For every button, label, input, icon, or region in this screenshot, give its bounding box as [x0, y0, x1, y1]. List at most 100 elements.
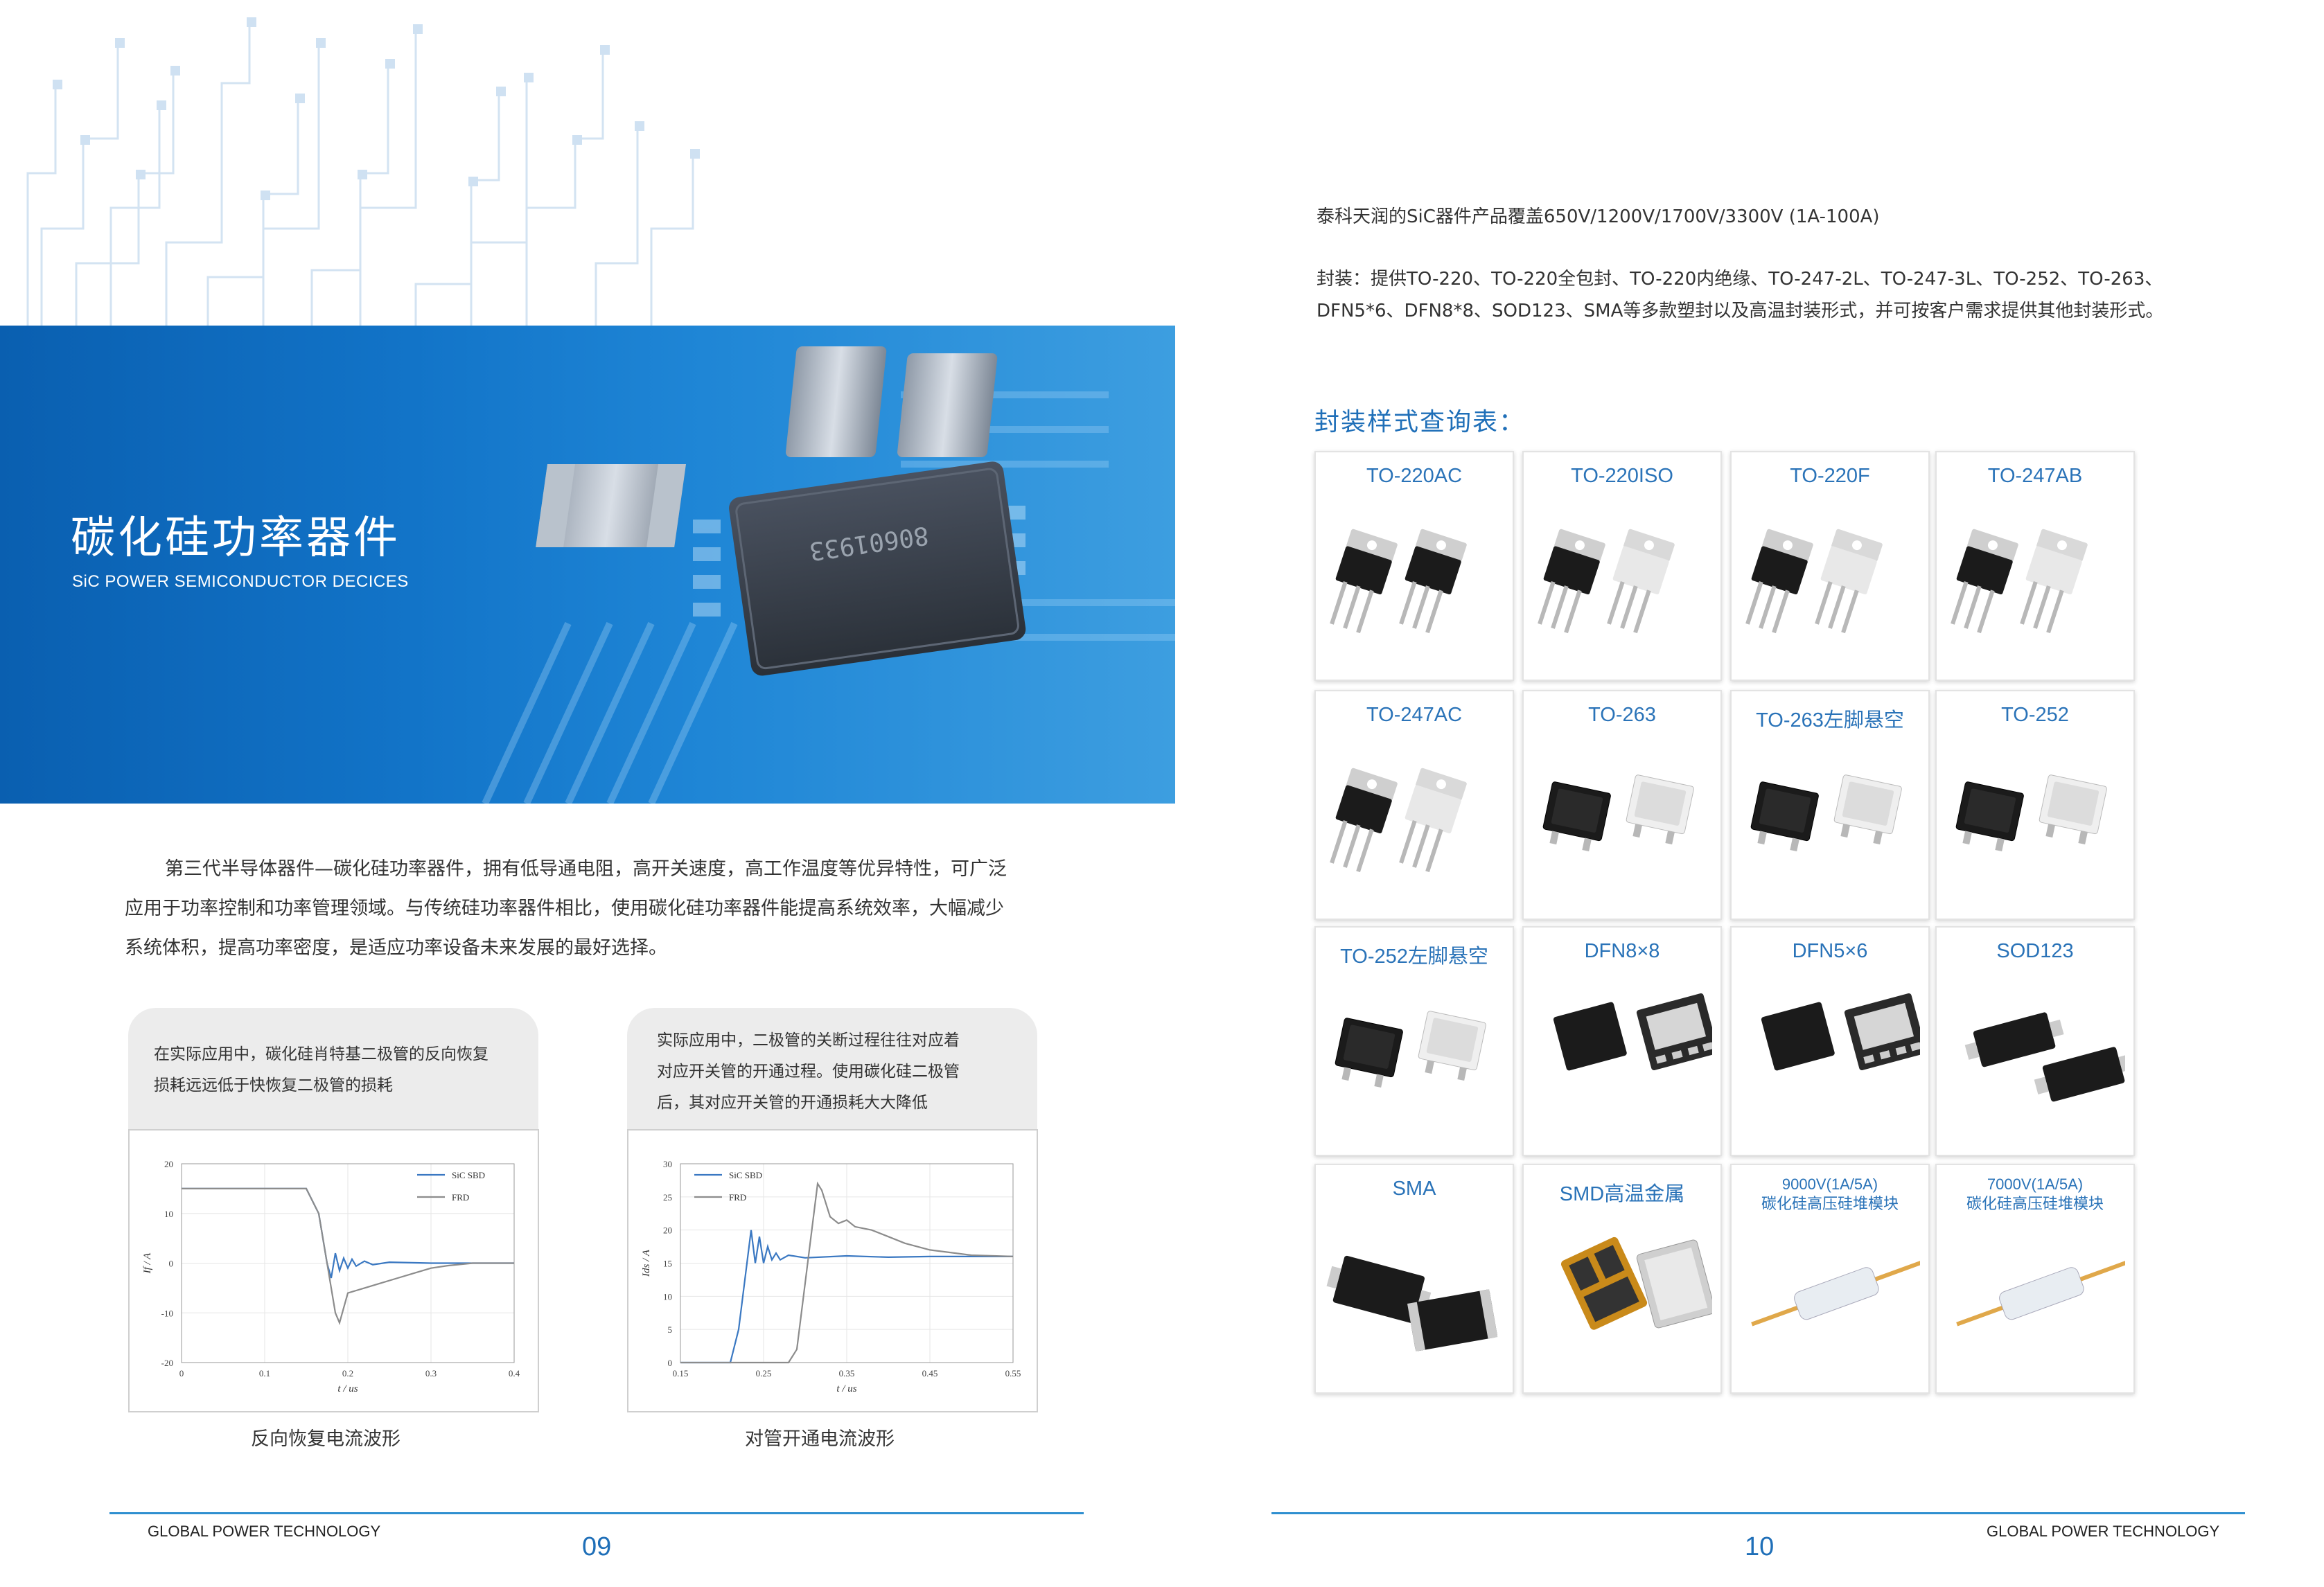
package-label-line-1: SOD123 — [1996, 940, 2074, 962]
package-card: DFN8×8 — [1522, 926, 1722, 1156]
card2-line-1: 实际应用中，二极管的关断过程往往对应着 — [657, 1031, 960, 1049]
x-tick-label: 0.3 — [425, 1368, 437, 1378]
package-label-line-2: 碳化硅高压硅堆模块 — [1761, 1195, 1899, 1212]
package-card: TO-252 — [1935, 690, 2135, 920]
intro-line-3: 系统体积，提高功率密度，是适应功率设备未来发展的最好选择。 — [125, 937, 667, 959]
package-label: TO-263左脚悬空 — [1732, 704, 1928, 733]
package-label: TO-263 — [1524, 704, 1720, 727]
x-tick-label: 0.55 — [1005, 1368, 1021, 1378]
package-label: SOD123 — [1937, 940, 2133, 963]
card2-line-3: 后，其对应开关管的开通损耗大大降低 — [657, 1094, 928, 1112]
hero-subtitle: SiC POWER SEMICONDUCTOR DECICES — [72, 572, 409, 591]
package-label: TO-220F — [1732, 465, 1928, 488]
right-footer-line — [1271, 1512, 2245, 1514]
card1-line-1: 在实际应用中，碳化硅肖特基二极管的反向恢复 — [154, 1045, 488, 1063]
package-label: SMA — [1316, 1178, 1513, 1200]
package-card: TO-252左脚悬空 — [1314, 926, 1514, 1156]
x-tick-label: 0 — [179, 1368, 184, 1378]
legend-label: SiC SBD — [729, 1170, 762, 1180]
circuit-board-image: 80601933 — [482, 346, 1175, 804]
y-axis-label: Ids / A — [641, 1249, 652, 1277]
package-label-line-1: TO-263 — [1588, 704, 1656, 726]
smd-metal-icon — [1560, 1236, 1712, 1330]
legend-label: SiC SBD — [452, 1170, 485, 1180]
hv-module-icon — [1751, 1260, 1920, 1327]
package-card: TO-263左脚悬空 — [1730, 690, 1930, 920]
package-label-line-1: TO-220ISO — [1571, 465, 1673, 487]
package-card: TO-220AC — [1314, 451, 1514, 681]
to220iso-icon — [1538, 529, 1675, 634]
package-card: TO-263 — [1522, 690, 1722, 920]
left-footer-line — [109, 1512, 1084, 1514]
package-label-line-1: SMA — [1392, 1178, 1436, 1200]
hv-module-icon — [1956, 1260, 2125, 1327]
package-label-line-2: 碳化硅高压硅堆模块 — [1966, 1195, 2104, 1212]
package-label: TO-252左脚悬空 — [1316, 940, 1513, 969]
package-label-line-1: TO-247AC — [1366, 704, 1463, 726]
y-tick-label: 20 — [164, 1159, 173, 1169]
x-tick-label: 0.15 — [673, 1368, 689, 1378]
y-tick-label: 0 — [169, 1259, 174, 1269]
y-axis-label: If / A — [142, 1252, 153, 1275]
dfn88-icon — [1553, 993, 1712, 1071]
package-label-line-1: TO-252 — [2001, 704, 2069, 726]
package-label-line-1: 9000V(1A/5A) — [1781, 1176, 1878, 1193]
card1-header — [128, 1008, 538, 1129]
package-label: TO-247AB — [1937, 465, 2133, 488]
x-tick-label: 0.4 — [509, 1368, 520, 1378]
y-tick-label: -10 — [161, 1308, 173, 1318]
package-label-line-1: TO-252左脚悬空 — [1340, 946, 1488, 968]
package-label-line-1: TO-263左脚悬空 — [1756, 709, 1904, 732]
package-label: 9000V(1A/5A) 碳化硅高压硅堆模块 — [1732, 1175, 1928, 1214]
to263-icon — [1542, 774, 1694, 852]
x-tick-label: 0.35 — [839, 1368, 855, 1378]
package-label-line-1: DFN5×6 — [1792, 940, 1868, 962]
series-line-frd — [680, 1181, 1014, 1364]
package-label-line-1: SMD高温金属 — [1559, 1183, 1685, 1205]
intro-line-1: 第三代半导体器件—碳化硅功率器件，拥有低导通电阻，高开关速度，高工作温度等优异特… — [165, 858, 1007, 880]
package-card: TO-220F — [1730, 451, 1930, 681]
to252-icon — [1955, 774, 2107, 852]
package-label-line-1: TO-220F — [1790, 465, 1870, 487]
legend-label: FRD — [729, 1192, 746, 1203]
package-card: 7000V(1A/5A) 碳化硅高压硅堆模块 — [1935, 1164, 2135, 1394]
package-card: TO-247AB — [1935, 451, 2135, 681]
package-label: SMD高温金属 — [1524, 1178, 1720, 1207]
package-label: DFN8×8 — [1524, 940, 1720, 963]
page-number-left: 09 — [582, 1532, 612, 1561]
card1-line-2: 损耗远远低于快恢复二极管的损耗 — [154, 1076, 393, 1094]
y-tick-label: 10 — [164, 1209, 173, 1219]
package-card: SMA — [1314, 1164, 1514, 1394]
package-label-line-1: DFN8×8 — [1584, 940, 1660, 962]
sma-icon — [1326, 1255, 1498, 1351]
to247ac-icon — [1330, 768, 1467, 873]
package-label-line-1: 7000V(1A/5A) — [1987, 1176, 2084, 1193]
to247ab-icon — [1951, 529, 2088, 634]
left-footer-brand: GLOBAL POWER TECHNOLOGY — [148, 1523, 381, 1540]
plot-frame — [680, 1163, 1014, 1363]
dfn56-icon — [1761, 993, 1920, 1071]
x-tick-label: 0.25 — [756, 1368, 772, 1378]
package-label: TO-220AC — [1316, 465, 1513, 488]
y-tick-label: 30 — [663, 1159, 672, 1169]
x-tick-label: 0.2 — [342, 1368, 353, 1378]
y-tick-label: 20 — [663, 1225, 672, 1236]
package-label: TO-220ISO — [1524, 465, 1720, 488]
package-card: TO-220ISO — [1522, 451, 1722, 681]
package-table-title: 封装样式查询表： — [1314, 408, 1526, 436]
x-tick-label: 0.1 — [259, 1368, 270, 1378]
to220f-icon — [1745, 529, 1883, 634]
package-card: SOD123 — [1935, 926, 2135, 1156]
package-label: TO-247AC — [1316, 704, 1513, 727]
card1-caption: 反向恢复电流波形 — [251, 1428, 400, 1450]
package-label: DFN5×6 — [1732, 940, 1928, 963]
y-tick-label: -20 — [161, 1358, 173, 1368]
sod123-icon — [1964, 1012, 2125, 1102]
package-card: 9000V(1A/5A) 碳化硅高压硅堆模块 — [1730, 1164, 1930, 1394]
y-tick-label: 10 — [663, 1291, 672, 1302]
package-card: DFN5×6 — [1730, 926, 1930, 1156]
